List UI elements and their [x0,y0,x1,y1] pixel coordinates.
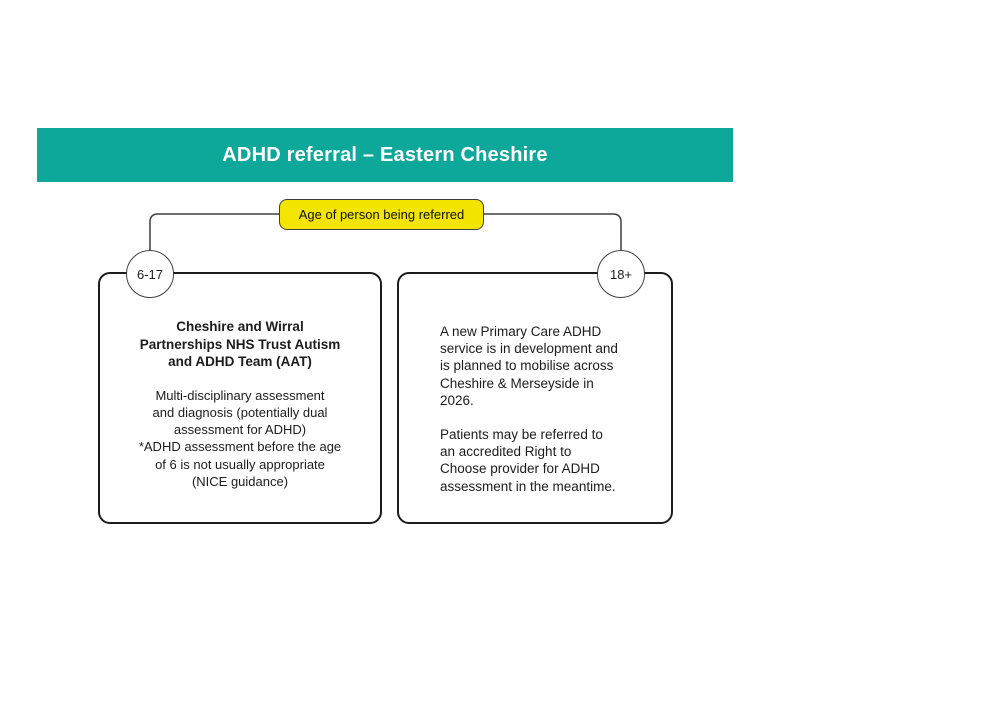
adult-service-paragraph-1: A new Primary Care ADHD service is in de… [440,324,618,408]
connector-left-elbow [149,213,280,252]
age-question-node: Age of person being referred [279,199,484,230]
branch-box-adults: A new Primary Care ADHD service is in de… [397,272,673,524]
header-banner: ADHD referral – Eastern Cheshire [37,128,733,182]
age-node-18-plus: 18+ [597,250,645,298]
children-service-heading: Cheshire and Wirral Partnerships NHS Tru… [139,319,341,369]
connector-right-elbow [483,213,622,252]
branch-box-children: Cheshire and Wirral Partnerships NHS Tru… [98,272,382,524]
children-service-details: Multi-disciplinary assessment and diagno… [138,387,342,489]
age-node-6-17: 6-17 [126,250,174,298]
age-node-18-plus-label: 18+ [609,266,633,282]
page-title: ADHD referral – Eastern Cheshire [222,143,548,166]
age-node-6-17-label: 6-17 [136,266,164,282]
adult-service-paragraph-2: Patients may be referred to an accredite… [440,427,616,494]
